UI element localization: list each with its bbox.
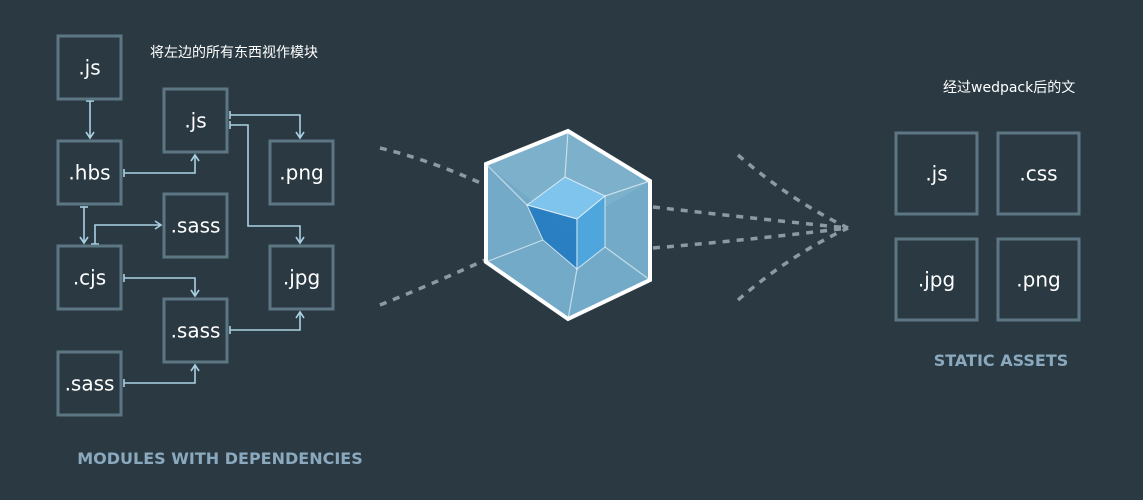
module-box-m-png: .png [268, 139, 335, 206]
module-box-m-sass-mid-frame [162, 192, 229, 259]
module-box-m-sass-center: .sass [162, 297, 229, 364]
output-dash-bottom [736, 226, 849, 302]
input-dashes [379, 146, 486, 307]
module-box-m-sass-mid: .sass [162, 192, 229, 259]
input-dash-bottom [379, 258, 486, 307]
webpack-cube-icon [484, 128, 652, 322]
module-box-m-js-mid: .js [162, 87, 229, 154]
asset-box-a-jpg-frame [894, 237, 979, 322]
module-boxes: .js .hbs .cjs .sass .js .sass .sass .png .jpg [56, 34, 335, 417]
module-box-m-sass-center-label: .sass [171, 319, 221, 343]
output-dash-upper [652, 205, 849, 230]
modules-caption: MODULES WITH DEPENDENCIES [77, 449, 363, 468]
module-box-m-js-top-frame [56, 34, 123, 101]
dependency-connectors [79, 100, 305, 387]
asset-box-a-js-label: .js [925, 162, 947, 186]
module-box-m-hbs-label: .hbs [68, 161, 110, 185]
module-box-m-sass-bottom: .sass [56, 350, 123, 417]
right-note: 经过wedpack后的文 [943, 80, 1075, 96]
module-box-m-js-top-label: .js [78, 56, 100, 80]
module-box-m-sass-bottom-label: .sass [65, 372, 115, 396]
output-dash-lower [652, 226, 849, 250]
connector-m-cjs-to-m-sass-mid [94, 220, 163, 244]
module-box-m-js-mid-frame [162, 87, 229, 154]
module-box-m-cjs-label: .cjs [73, 266, 106, 290]
connector-m-js-mid-to-m-png [230, 114, 305, 140]
module-box-m-png-label: .png [279, 161, 323, 185]
module-box-m-sass-bottom-frame [56, 350, 123, 417]
cube-inner-right [576, 194, 606, 271]
connector-m-sass-center-to-m-jpg [230, 310, 305, 331]
connector-m-js-mid-to-m-jpg [230, 124, 305, 245]
module-box-m-sass-mid-label: .sass [171, 214, 221, 238]
asset-box-a-jpg-label: .jpg [918, 268, 955, 292]
input-dash-top [379, 146, 486, 187]
output-dashes [652, 153, 849, 302]
asset-box-a-png-frame [996, 237, 1081, 322]
module-box-m-jpg: .jpg [268, 244, 335, 311]
module-box-m-hbs: .hbs [56, 139, 123, 206]
asset-box-a-css-label: .css [1019, 162, 1057, 186]
asset-box-a-png: .png [996, 237, 1081, 322]
asset-box-a-jpg: .jpg [894, 237, 979, 322]
asset-box-a-css-frame [996, 131, 1081, 216]
module-box-m-cjs: .cjs [56, 244, 123, 311]
asset-boxes: .js .css .jpg .png [894, 131, 1081, 322]
connector-m-hbs-to-m-js-mid [124, 153, 200, 174]
asset-box-a-png-label: .png [1016, 268, 1060, 292]
module-box-m-cjs-frame [56, 244, 123, 311]
left-note: 将左边的所有东西视作模块 [150, 45, 318, 61]
module-box-m-sass-center-frame [162, 297, 229, 364]
module-box-m-hbs-frame [56, 139, 123, 206]
asset-box-a-js-frame [894, 131, 979, 216]
module-box-m-js-top: .js [56, 34, 123, 101]
connector-m-cjs-to-m-sass-center [124, 277, 200, 298]
module-box-m-jpg-label: .jpg [283, 266, 320, 290]
output-dash-top [736, 153, 849, 230]
module-box-m-png-frame [268, 139, 335, 206]
asset-box-a-css: .css [996, 131, 1081, 216]
assets-caption: STATIC ASSETS [934, 351, 1069, 370]
connector-m-sass-bottom-to-m-sass-center [124, 363, 200, 384]
module-box-m-js-mid-label: .js [184, 109, 206, 133]
asset-box-a-js: .js [894, 131, 979, 216]
module-box-m-jpg-frame [268, 244, 335, 311]
